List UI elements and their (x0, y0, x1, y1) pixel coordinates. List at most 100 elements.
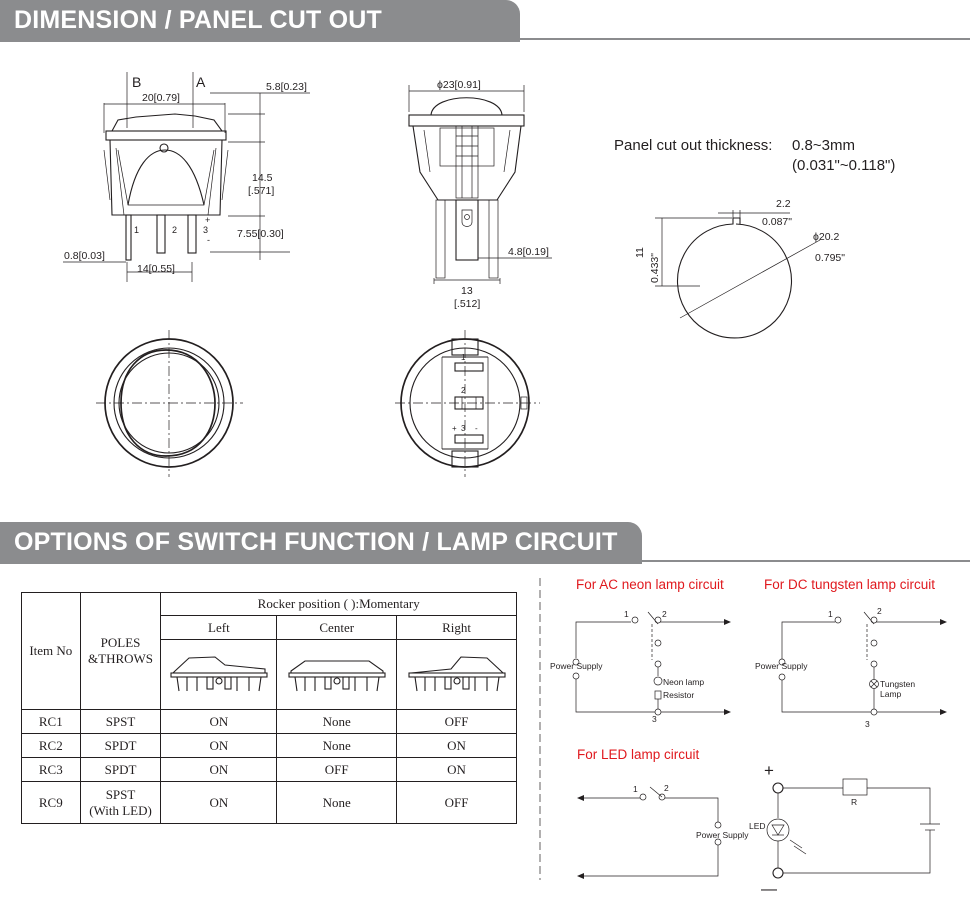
header-left: Left (160, 615, 278, 640)
top-view-drawing (96, 330, 243, 477)
row-item: RC3 (21, 757, 81, 782)
row-poles: SPDT (79, 733, 162, 758)
header-center: Center (276, 615, 398, 640)
options-section-header: OPTIONS OF SWITCH FUNCTION / LAMP CIRCUI… (0, 522, 971, 564)
rocker-center-icon (276, 639, 398, 710)
dimension-drawing: B A 20[0.79] 5.8[0.23] 14.5 [.571] 7.55[… (63, 72, 895, 477)
front-depth-in: [.512] (454, 298, 480, 310)
header-right: Right (396, 615, 517, 640)
key-width-in: 0.087" (762, 216, 792, 228)
row-center: None (276, 709, 398, 734)
row-poles-line2: (With LED) (89, 802, 152, 818)
ac-neon-lamp: Neon lamp (663, 677, 704, 687)
side-width-dim: 20[0.79] (142, 92, 180, 104)
side-view-drawing: B A 20[0.79] 5.8[0.23] 14.5 [.571] 7.55[… (63, 72, 310, 282)
side-plus: + (205, 215, 210, 225)
side-pin1: 1 (134, 225, 139, 235)
label-a: A (196, 74, 206, 90)
header-poles-line1: POLES (100, 635, 141, 650)
panel-thickness-mm: 0.8~3mm (792, 137, 855, 154)
options-header-tab: OPTIONS OF SWITCH FUNCTION / LAMP CIRCUI… (0, 522, 642, 564)
cut-height-in: 0.433" (649, 253, 661, 283)
rocker-left-icon (160, 639, 278, 710)
dc-tungsten-line2: Lamp (880, 689, 902, 699)
bottom-view-drawing: 1 2 3 + - (395, 330, 540, 477)
key-width-mm: 2.2 (776, 198, 791, 210)
ac-circuit-title: For AC neon lamp circuit (576, 577, 724, 592)
row-right: ON (396, 757, 517, 782)
row-left: ON (160, 709, 278, 734)
options-title: OPTIONS OF SWITCH FUNCTION / LAMP CIRCUI… (14, 528, 618, 556)
ac-neon-circuit: For AC neon lamp circuit 1 2 3 Power Sup… (550, 577, 731, 724)
dimension-header-rule (518, 38, 970, 40)
header-poles: POLES &THROWS (79, 592, 162, 710)
ac-n2: 2 (662, 609, 667, 619)
bottom-pin1: 1 (461, 353, 466, 362)
header-item-no: Item No (21, 592, 81, 710)
side-pin2: 2 (172, 225, 177, 235)
terminal-pitch-dim: 14[0.55] (137, 263, 175, 275)
rocker-height-dim: 5.8[0.23] (266, 81, 307, 93)
dc-circuit-title: For DC tungsten lamp circuit (764, 577, 935, 592)
cut-diameter-in: 0.795" (815, 252, 845, 264)
row-item: RC2 (21, 733, 81, 758)
led-label: LED (749, 821, 766, 831)
options-header-rule (640, 560, 970, 562)
row-left: ON (160, 781, 278, 824)
row-right: OFF (396, 781, 517, 824)
front-depth-mm: 13 (461, 285, 473, 297)
led-n2: 2 (664, 783, 669, 793)
led-plus-sign: + (764, 761, 774, 780)
table-row: RC3 SPDT ON OFF ON (21, 757, 517, 782)
row-right: OFF (396, 709, 517, 734)
row-poles-line1: SPST (105, 786, 136, 802)
side-minus: - (207, 235, 210, 245)
table-row: RC9 SPST (With LED) ON None OFF (21, 781, 517, 824)
lamp-circuits: For AC neon lamp circuit 1 2 3 Power Sup… (539, 577, 947, 898)
panel-cutout-drawing: Panel cut out thickness: 0.8~3mm (0.031"… (614, 137, 895, 339)
row-item: RC1 (21, 709, 81, 734)
ac-resistor: Resistor (663, 690, 694, 700)
body-height-mm: 14.5 (252, 172, 273, 184)
led-n1: 1 (633, 784, 638, 794)
terminal-thickness-dim: 0.8[0.03] (64, 250, 105, 262)
row-right: ON (396, 733, 517, 758)
dc-tungsten-circuit: For DC tungsten lamp circuit 1 2 3 Power… (755, 577, 947, 729)
row-poles: SPST (79, 709, 162, 734)
row-left: ON (160, 757, 278, 782)
bottom-pin3: 3 (461, 424, 466, 433)
table-row: RC1 SPST ON None OFF (21, 709, 517, 734)
row-poles: SPDT (79, 757, 162, 782)
front-terminal-width-dim: 4.8[0.19] (508, 246, 549, 258)
terminal-length-dim: 7.55[0.30] (237, 228, 284, 240)
dc-n1: 1 (828, 609, 833, 619)
header-rocker-position: Rocker position ( ):Momentary (160, 592, 517, 616)
row-item: RC9 (21, 781, 81, 824)
row-center: None (276, 781, 398, 824)
ac-power-supply: Power Supply (550, 661, 603, 671)
panel-thickness-label: Panel cut out thickness: (614, 137, 772, 154)
cut-diameter-mm: ϕ20.2 (813, 231, 839, 243)
row-left: ON (160, 733, 278, 758)
dimension-section-header: DIMENSION / PANEL CUT OUT (0, 0, 971, 42)
dimension-title: DIMENSION / PANEL CUT OUT (14, 6, 382, 34)
dc-n2: 2 (877, 606, 882, 616)
bottom-plus: + (452, 424, 457, 433)
led-circuit-title: For LED lamp circuit (577, 747, 700, 762)
row-center: None (276, 733, 398, 758)
dc-power-supply: Power Supply (755, 661, 808, 671)
bottom-pin2: 2 (461, 386, 466, 395)
led-minus-sign: — (761, 881, 777, 898)
header-poles-line2: &THROWS (88, 651, 154, 666)
body-height-in: [.571] (248, 185, 274, 197)
front-view-drawing: ϕ23[0.91] 4.8[0.19] 13 [.512] (408, 79, 552, 310)
dc-tungsten-line1: Tungsten (880, 679, 915, 689)
bottom-minus: - (475, 424, 478, 433)
table-row: RC2 SPDT ON None ON (21, 733, 517, 758)
row-poles: SPST (With LED) (79, 781, 162, 824)
side-pin3: 3 (203, 225, 208, 235)
switch-options-table: Item No POLES &THROWS Rocker position ( … (21, 592, 517, 824)
rocker-right-icon (396, 639, 517, 710)
led-circuit: For LED lamp circuit 1 2 Power Supply + … (577, 747, 940, 898)
led-power-supply: Power Supply (696, 830, 749, 840)
